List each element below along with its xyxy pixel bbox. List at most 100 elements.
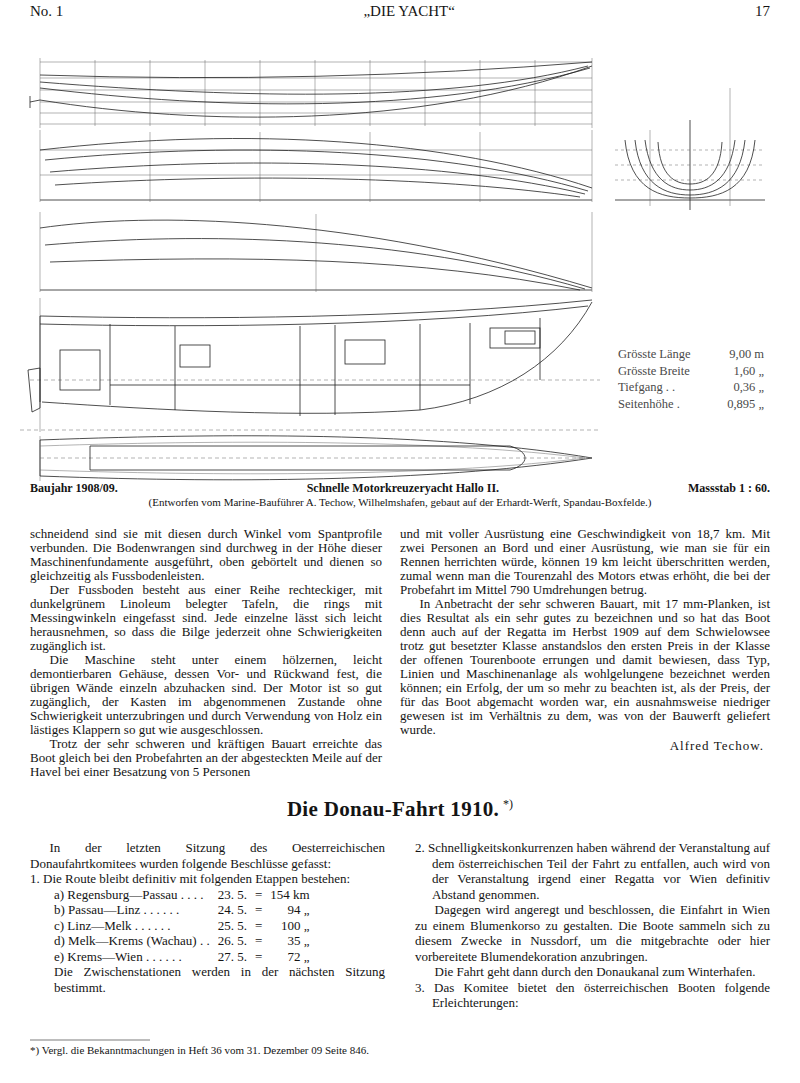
stage-date: 27. 5. <box>218 949 247 965</box>
text-block: Die Zwischenstationen werden in der näch… <box>30 964 385 995</box>
body-plan <box>615 120 765 210</box>
half-breadth-plan <box>40 130 592 202</box>
profile-section <box>110 385 470 386</box>
stage-distance: 100 „ <box>270 918 309 934</box>
stage-distance: 35 „ <box>270 933 309 949</box>
equals-sign: = <box>255 949 262 965</box>
stage-date: 25. 5. <box>218 918 247 934</box>
sheer-plan <box>30 58 592 128</box>
list-item: 1. Die Route bleibt definitiv mit folgen… <box>30 871 385 887</box>
body-paragraph: und mit voller Ausrüstung eine Geschwind… <box>400 527 770 597</box>
figure-scale: Massstab 1 : 60. <box>688 481 770 496</box>
article-heading: Die Donau-Fahrt 1910. <box>287 797 499 822</box>
text-block: Die Donau-Fahrt 1910. *) <box>30 797 770 822</box>
figure-year: Baujahr 1908/09. <box>30 481 118 496</box>
dimension-name: Tiefgang . . <box>618 379 691 396</box>
stage-route: d) Melk—Krems (Wachau) . . <box>54 933 210 949</box>
figure-credit: (Entworfen vom Marine-Bauführer A. Techo… <box>30 496 770 508</box>
stage-route: e) Krems—Wien . . . . . . <box>54 949 210 965</box>
footnote-rule <box>30 1040 150 1041</box>
body-plan <box>625 140 690 198</box>
equals-sign: = <box>255 933 262 949</box>
stage-route: b) Passau—Linz . . . . . . <box>54 902 210 918</box>
body-paragraph: In der letzten Sitzung des Oesterreichis… <box>30 840 385 871</box>
author-signature: Alfred Techow. <box>400 739 770 753</box>
text-block: a) Regensburg—Passau . . . .23. 5.=154 k… <box>30 887 385 965</box>
body-paragraph: Der Fussboden besteht aus einer Reihe re… <box>30 583 382 653</box>
body-plan <box>690 140 755 198</box>
text-block: In der letzten Sitzung des Oesterreichis… <box>30 840 385 887</box>
body-paragraph: Die Fahrt geht dann durch den Donaukanal… <box>415 964 770 980</box>
text-block: 2. Schnelligkeitskonkurrenzen haben währ… <box>415 840 770 1011</box>
body-paragraph: schneidend sind sie mit diesen durch Win… <box>30 527 382 583</box>
half-breadth-plan <box>40 139 592 188</box>
stage-date: 23. 5. <box>218 887 247 903</box>
stage-route: c) Linz—Melk . . . . . . <box>54 918 210 934</box>
text-block: (Entworfen vom Marine-Bauführer A. Techo… <box>30 496 770 508</box>
dimension-value: 9,00 m <box>727 346 764 363</box>
text-block: No. 1 „DIE YACHT“ 17 <box>30 3 770 20</box>
dimension-name: Grösste Länge <box>618 346 691 363</box>
text-block: Baujahr 1908/09. Schnelle Motorkreuzeryac… <box>30 481 770 496</box>
half-breadth-plan <box>40 200 592 201</box>
half-breadth-plan <box>55 178 580 197</box>
deck-plan <box>40 442 585 474</box>
text-block: In der letzten Sitzung des Oesterreichis… <box>30 840 385 995</box>
sheer-plan <box>40 62 592 78</box>
journal-name: „DIE YACHT“ <box>363 3 455 20</box>
profile-section <box>28 368 40 412</box>
body-plan <box>615 88 765 210</box>
stage-distance: 94 „ <box>270 902 309 918</box>
deck-plan <box>40 436 592 481</box>
equals-sign: = <box>255 918 262 934</box>
body-paragraph: Dagegen wird angeregt und beschlossen, d… <box>415 902 770 964</box>
deck-plan <box>40 458 592 459</box>
half-breadth-plan <box>40 130 592 202</box>
profile-section <box>40 306 588 326</box>
dimension-name: Grösste Breite <box>618 363 691 380</box>
body-paragraph: Die Zwischenstationen werden in der näch… <box>30 964 385 995</box>
profile-section <box>20 380 600 430</box>
body-paragraph: In Anbetracht der sehr schweren Bauart, … <box>400 597 770 737</box>
profile-section <box>110 318 540 416</box>
profile-section <box>490 328 540 348</box>
half-breadth-plan <box>45 150 588 191</box>
body-paragraph: Die Maschine steht unter einem hölzernen… <box>30 653 382 737</box>
profile-section <box>60 350 100 390</box>
dimension-value: 1,60 „ <box>727 363 764 380</box>
profile-section <box>42 302 592 413</box>
text-block: schneidend sind sie mit diesen durch Win… <box>30 527 382 779</box>
profile-section <box>345 340 385 364</box>
page-number: 17 <box>755 3 770 20</box>
sheer-plan <box>40 66 592 117</box>
dimension-value: 0,895 „ <box>727 396 764 413</box>
equals-sign: = <box>255 902 262 918</box>
deck-half-breadth <box>50 259 580 290</box>
profile-section <box>505 331 535 344</box>
deck-half-breadth <box>40 212 592 292</box>
text-block: Grösste Länge 9,00 m Grösste Breite 1,60 „ T… <box>618 346 764 412</box>
deck-half-breadth <box>40 212 592 292</box>
deck-plan <box>40 436 592 480</box>
footnote-rule <box>30 1040 150 1041</box>
deck-half-breadth <box>45 239 585 289</box>
profile-section <box>40 300 592 318</box>
list-item: 2. Schnelligkeitskonkurrenzen haben währ… <box>415 840 770 902</box>
sheer-plan <box>40 66 588 94</box>
stage-date: 24. 5. <box>218 902 247 918</box>
sheer-plan <box>40 68 590 104</box>
text-block: *) Vergl. die Bekanntmachungen in Heft 3… <box>30 1044 400 1057</box>
list-item: 3. Das Komitee bietet den österreichisch… <box>415 980 770 1011</box>
profile-section <box>40 298 41 432</box>
stage-distance: 72 „ <box>270 949 309 965</box>
deck-plan <box>90 446 525 470</box>
stage-distance: 154 km <box>270 887 309 903</box>
footnote-marker: *) <box>503 797 513 812</box>
issue-number: No. 1 <box>30 3 63 20</box>
body-plan <box>650 88 730 206</box>
body-paragraph: Trotz der sehr schweren und kräftigen Ba… <box>30 737 382 779</box>
figure-title: Schnelle Motorkreuzeryacht Hallo II. <box>307 481 499 496</box>
sheer-plan <box>40 58 592 128</box>
sheer-plan <box>40 62 592 124</box>
stage-date: 26. 5. <box>218 933 247 949</box>
